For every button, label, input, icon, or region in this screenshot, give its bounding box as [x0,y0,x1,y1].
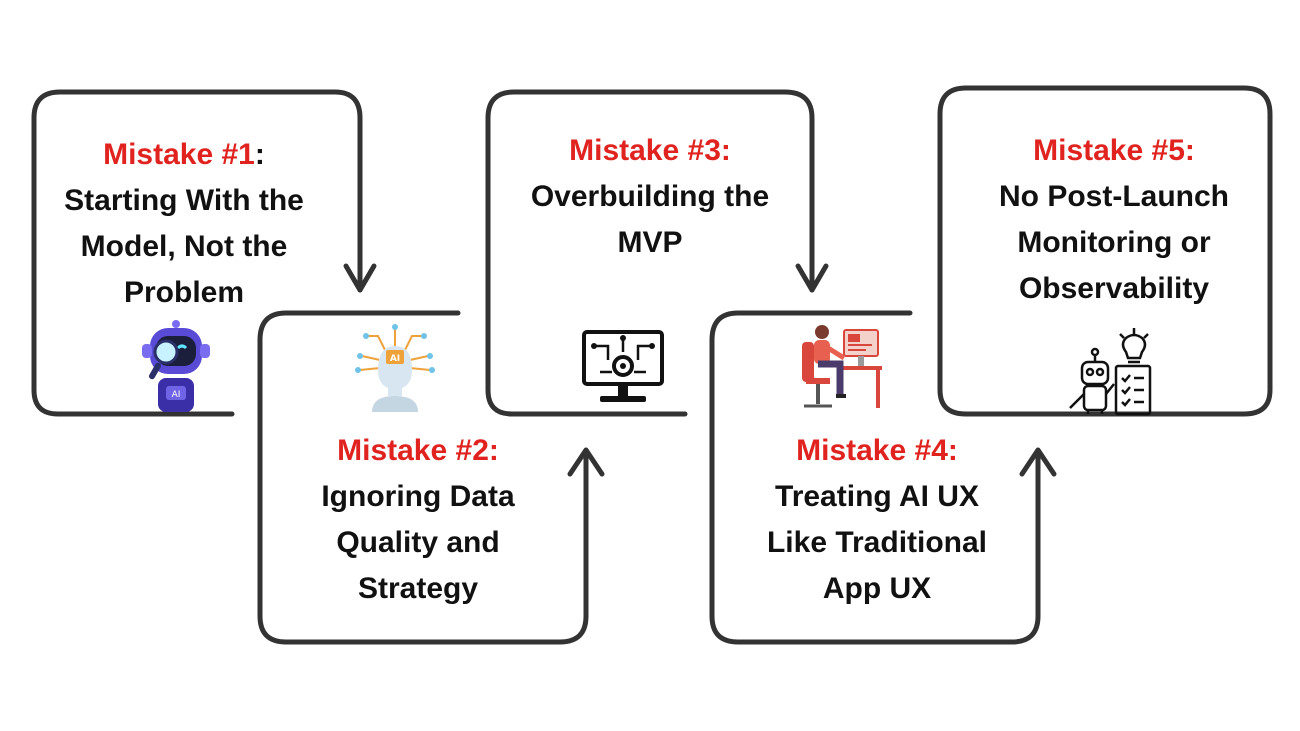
person-at-desk-icon [802,325,882,408]
mistake-2-label: Mistake #2: [337,434,499,467]
mistake-3-line-2: MVP [617,226,683,259]
robot-checklist-lightbulb-icon [1069,328,1152,416]
box-1-outline [31,89,363,417]
arrow-up-4 [1019,447,1057,477]
mistake-5-label: Mistake #5: [1033,134,1195,167]
box-4-outline [709,310,1041,645]
svg-text:AI: AI [390,354,400,364]
mistake-5-line-3: Observability [1018,272,1210,305]
mistake-1-text: Mistake #1: Starting With the Model, Not… [34,132,334,316]
mistake-3-text: Mistake #3: Overbuilding the MVP [500,128,800,266]
mistake-1-line-2: Model, Not the [80,230,288,263]
robot-magnifier-icon: AI [142,320,210,412]
ai-head-circuit-icon: AI [355,324,435,412]
mistake-4-line-1: Treating AI UX [775,480,979,513]
mistake-4-line-3: App UX [822,572,932,605]
mistake-4-line-2: Like Traditional [766,526,988,559]
mistake-2-line-2: Quality and [336,526,500,559]
arrow-up-2 [567,447,605,477]
mistake-5-text: Mistake #5: No Post-Launch Monitoring or… [955,128,1273,312]
mistake-2-line-3: Strategy [357,572,479,605]
mistake-2-text: Mistake #2: Ignoring Data Quality and St… [268,428,568,612]
mistake-3-line-1: Overbuilding the [530,180,770,213]
mistake-1-label: Mistake #1: [103,138,265,171]
mistake-4-text: Mistake #4: Treating AI UX Like Traditio… [727,428,1027,612]
svg-text:AI: AI [172,390,181,400]
mistake-5-line-2: Monitoring or [1017,226,1211,259]
mistake-1-line-1: Starting With the [64,184,304,217]
mistake-2-line-1: Ignoring Data [321,480,515,513]
mistake-4-label: Mistake #4: [796,434,958,467]
mistake-3-label: Mistake #3: [569,134,731,167]
mistake-1-line-3: Problem [123,276,245,309]
box-2-outline [257,310,589,645]
box-3-outline [485,89,815,417]
monitor-circuit-gear-icon [582,330,664,402]
arrow-down-1 [343,263,377,293]
arrow-down-3 [795,263,829,293]
box-5-outline [937,85,1273,417]
mistake-5-line-1: No Post-Launch [999,180,1229,213]
